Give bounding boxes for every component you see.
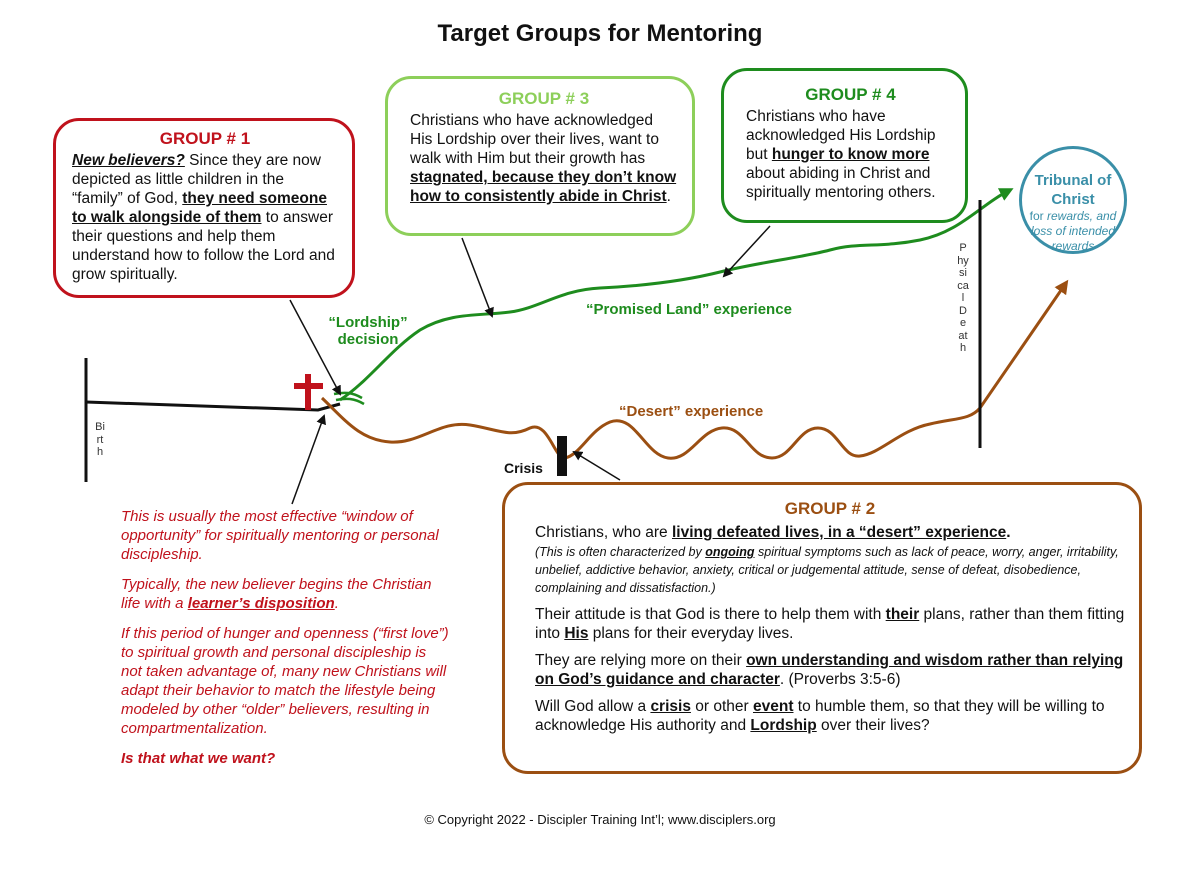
group2-understanding: own understanding and wisdom rather than… (535, 652, 1124, 688)
group1-heading: GROUP # 1 (159, 129, 251, 148)
lordship-label-1: “Lordship” (328, 314, 408, 331)
pointer-group1 (289, 299, 341, 396)
group2-p2: Their attitude is that God is there to h… (535, 605, 1125, 643)
red-learner: learner’s disposition (187, 595, 335, 612)
page-title: Target Groups for Mentoring (437, 20, 763, 47)
group2-p1a: Christians, who are (535, 524, 672, 541)
birth-label-text: Birth (95, 421, 105, 458)
red-p2: Typically, the new believer begins the C… (121, 575, 451, 613)
group3-box: GROUP # 3 Christians who have acknowledg… (385, 76, 695, 236)
desert-label: “Desert” experience (619, 403, 764, 420)
copyright-footer: © Copyright 2022 - Discipler Training In… (424, 812, 776, 827)
group2-p2c: plans, rather than them fitting into (535, 606, 1125, 642)
group1-new-believers: New believers? (72, 152, 185, 169)
group2-defeated: living defeated lives, in a “desert” exp… (671, 524, 1007, 541)
group2-p2e: plans for their everyday lives. (588, 625, 794, 642)
promised-land-path (339, 188, 1014, 402)
tribunal-circle: Tribunal of Christ for rewards, and loss… (1019, 146, 1127, 254)
group3-stagnated: stagnated, because they don’t know how t… (410, 169, 677, 205)
pointer-window (291, 414, 326, 505)
birth-label: Birth (94, 421, 106, 459)
group1-text-a: Since they are now depicted as little ch… (72, 152, 321, 207)
tribunal-rewards: rewards, and loss of intended rewards (1030, 209, 1117, 253)
crisis-label: Crisis (504, 460, 543, 476)
group2-p3c: . (Proverbs 3:5-6) (779, 671, 901, 688)
group2-p1c: . (1006, 524, 1011, 541)
group3-heading: GROUP # 3 (498, 89, 590, 108)
red-p2c: . (334, 595, 339, 612)
pointer-group4 (722, 225, 771, 278)
promised-land-label: “Promised Land” experience (586, 301, 792, 318)
early-life-line (85, 400, 341, 412)
tribunal-title-1: Tribunal of (1034, 172, 1112, 189)
group2-his: His (564, 625, 589, 642)
lordship-label-2: decision (337, 331, 399, 348)
death-label-text: Physical Death (957, 242, 969, 354)
group2-p4g: over their lives? (816, 717, 930, 734)
group4-text-b: about abiding in Christ and spiritually … (746, 165, 936, 201)
group2-p4: Will God allow a crisis or other event t… (535, 697, 1125, 735)
group1-text: New believers? Since they are now depict… (72, 151, 338, 284)
group2-n3: spiritual symptoms such as lack of peace… (535, 545, 1119, 595)
group2-p4a: Will God allow a (535, 698, 651, 715)
group2-ongoing: ongoing (705, 545, 755, 559)
lordship-label: “Lordship” decision (320, 314, 416, 348)
group2-p2a: Their attitude is that God is there to h… (535, 606, 886, 623)
desert-path (320, 279, 1069, 460)
group3-text-b: . (666, 188, 671, 205)
group4-box: GROUP # 4 Christians who have acknowledg… (721, 68, 968, 223)
group3-text-a: Christians who have acknowledged His Lor… (410, 112, 659, 167)
group1-box: GROUP # 1 New believers? Since they are … (53, 118, 355, 298)
red-p2a: Typically, the new believer begins the C… (121, 576, 432, 612)
group1-text-b: to answer their questions and help them … (72, 209, 335, 283)
window-commentary: This is usually the most effective “wind… (121, 507, 451, 779)
red-p4: Is that what we want? (121, 750, 276, 767)
pointer-crisis (572, 450, 621, 481)
group2-their: their (885, 606, 920, 623)
group2-p3a: They are relying more on their (535, 652, 747, 669)
tribunal-subtitle: for rewards, and loss of intended reward… (1022, 209, 1124, 254)
crisis-bar (557, 436, 567, 476)
death-label: Physical Death (957, 242, 969, 355)
red-p1: This is usually the most effective “wind… (121, 508, 439, 563)
red-p3: If this period of hunger and openness (“… (121, 625, 449, 737)
tribunal-for: for (1029, 209, 1044, 223)
group2-p3: They are relying more on their own under… (535, 651, 1125, 689)
group2-n1: (This is often characterized by (535, 545, 706, 559)
group1-need: they need someone to walk alongside of t… (72, 190, 327, 226)
group2-note: (This is often characterized by ongoing … (535, 543, 1125, 597)
pointer-group3 (461, 237, 494, 318)
group2-lordship: Lordship (750, 717, 817, 734)
group4-text-a: Christians who have acknowledged His Lor… (746, 108, 936, 163)
group4-heading: GROUP # 4 (805, 85, 896, 104)
group2-crisis: crisis (650, 698, 691, 715)
group2-p4c: or other (690, 698, 753, 715)
group4-hunger: hunger to know more (771, 146, 930, 163)
tribunal-title-2: Christ (1051, 191, 1095, 208)
cross-icon (294, 374, 323, 410)
group3-text: Christians who have acknowledged His Lor… (410, 111, 678, 206)
group2-p1: Christians, who are living defeated live… (535, 523, 1125, 542)
group4-text: Christians who have acknowledged His Lor… (746, 107, 955, 202)
group2-heading: GROUP # 2 (784, 499, 876, 518)
group2-box: GROUP # 2 Christians, who are living def… (502, 482, 1142, 774)
group2-event: event (752, 698, 794, 715)
group2-p4e: to humble them, so that they will be wil… (535, 698, 1105, 734)
